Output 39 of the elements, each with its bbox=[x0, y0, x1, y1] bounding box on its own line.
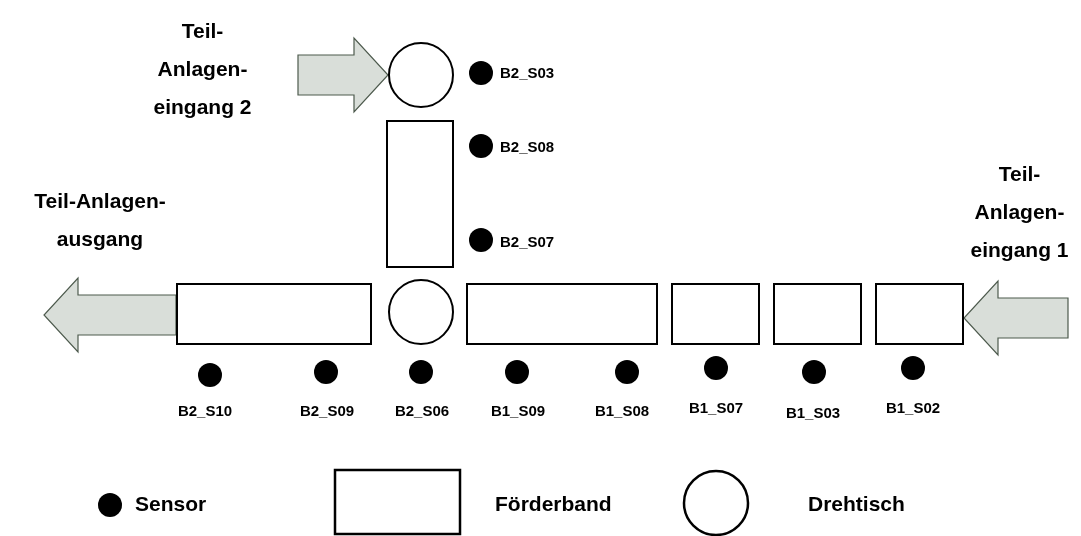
conveyor-box bbox=[875, 283, 964, 345]
sensor-label: B2_S03 bbox=[500, 64, 555, 81]
sensor-label: B1_S07 bbox=[688, 399, 744, 416]
conveyor-box bbox=[386, 120, 454, 268]
turntable-circle bbox=[388, 42, 454, 108]
caption-text: Teil- Anlagen- eingang 2 bbox=[152, 18, 253, 120]
sensor-dot bbox=[409, 360, 433, 384]
sensor-label: B2_S10 bbox=[177, 402, 233, 419]
sensor-label: B1_S09 bbox=[490, 402, 546, 419]
legend-label: Drehtisch bbox=[808, 492, 905, 516]
sensor-label: B2_S06 bbox=[394, 402, 450, 419]
arrow bbox=[963, 279, 1069, 357]
sensor-dot bbox=[704, 356, 728, 380]
sensor-label: B2_S07 bbox=[500, 233, 555, 250]
sensor-label: B1_S02 bbox=[885, 399, 941, 416]
sensor-dot bbox=[469, 61, 493, 85]
sensor-dot bbox=[198, 363, 222, 387]
sensor-dot bbox=[901, 356, 925, 380]
sensor-label: B2_S08 bbox=[500, 138, 555, 155]
sensor-label: B1_S03 bbox=[785, 404, 841, 421]
turntable-circle bbox=[388, 279, 454, 345]
sensor-label: B2_S09 bbox=[299, 402, 355, 419]
caption-text: Teil- Anlagen- eingang 1 bbox=[969, 161, 1070, 263]
arrow bbox=[297, 36, 389, 114]
conveyor-box bbox=[176, 283, 372, 345]
sensor-dot bbox=[802, 360, 826, 384]
sensor-dot bbox=[314, 360, 338, 384]
sensor-dot bbox=[469, 228, 493, 252]
legend-label: Sensor bbox=[135, 492, 207, 516]
conveyor-box bbox=[466, 283, 658, 345]
sensor-label: B1_S08 bbox=[594, 402, 650, 419]
caption-text: Teil-Anlagen- ausgang bbox=[33, 188, 167, 252]
conveyor-box bbox=[773, 283, 862, 345]
legend-label: Förderband bbox=[495, 492, 612, 516]
conveyor-box bbox=[671, 283, 760, 345]
sensor-dot bbox=[505, 360, 529, 384]
sensor-dot bbox=[469, 134, 493, 158]
sensor-dot bbox=[615, 360, 639, 384]
arrow bbox=[43, 276, 177, 354]
